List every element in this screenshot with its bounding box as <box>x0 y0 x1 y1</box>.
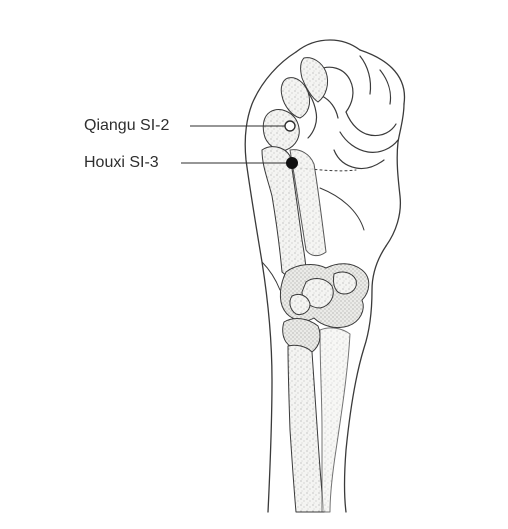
houxi-label: Houxi SI-3 <box>84 154 159 172</box>
qiangu-label: Qiangu SI-2 <box>84 117 169 135</box>
houxi-point-marker <box>287 158 298 169</box>
qiangu-point-marker <box>285 121 295 131</box>
